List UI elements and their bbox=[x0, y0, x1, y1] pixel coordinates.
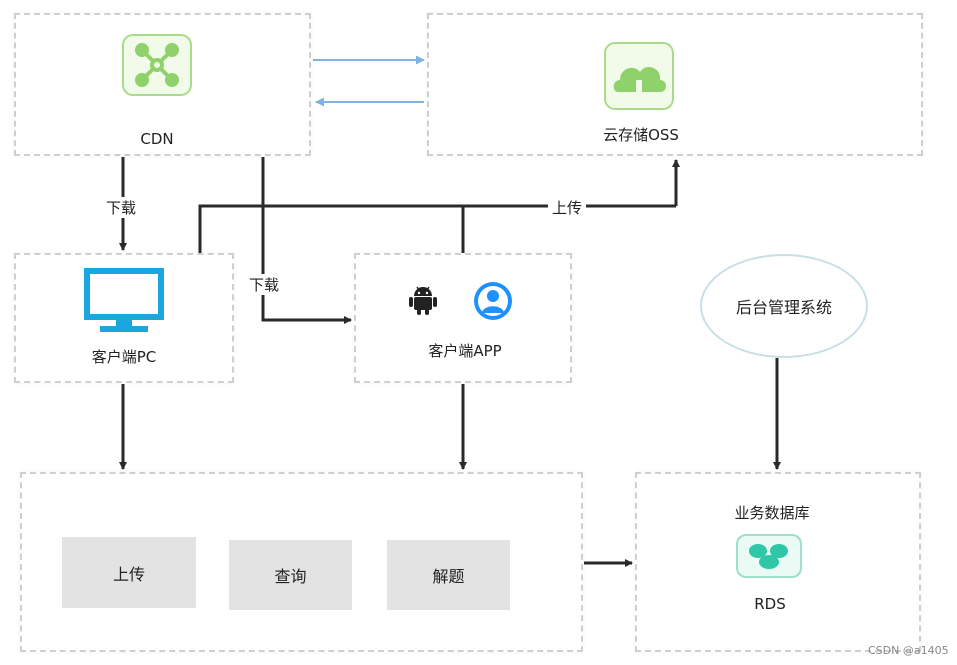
oss-box bbox=[427, 13, 923, 156]
pc-upload-line bbox=[198, 204, 676, 253]
download-app-label: 下载 bbox=[247, 274, 282, 295]
admin-system-label: 后台管理系统 bbox=[735, 298, 832, 317]
query-function-button[interactable]: 查询 bbox=[229, 540, 352, 610]
rds-label: RDS bbox=[754, 595, 786, 613]
query-function-label: 查询 bbox=[274, 567, 307, 586]
cdn-label: CDN bbox=[140, 130, 174, 148]
solve-function-label: 解题 bbox=[432, 567, 465, 586]
android-icon bbox=[409, 286, 437, 315]
oss-label: 云存储OSS bbox=[603, 126, 679, 144]
rds-title: 业务数据库 bbox=[734, 504, 810, 522]
client-app-label: 客户端APP bbox=[428, 342, 502, 360]
solve-function-button[interactable]: 解题 bbox=[387, 540, 510, 610]
cdn-to-app-arrow bbox=[261, 157, 352, 324]
upload-oss-label: 上传 bbox=[548, 197, 587, 218]
monitor-icon bbox=[84, 268, 164, 332]
upload-function-label: 上传 bbox=[112, 564, 145, 584]
client-pc-label: 客户端PC bbox=[91, 348, 157, 366]
client-app-box bbox=[354, 253, 572, 383]
watermark: CSDN @a1405 bbox=[868, 644, 949, 657]
admin-system-node: 后台管理系统 bbox=[700, 254, 868, 358]
database-icon bbox=[736, 534, 802, 578]
user-icon bbox=[474, 282, 512, 320]
download-pc-label: 下载 bbox=[104, 197, 139, 218]
cloud-icon bbox=[604, 42, 674, 110]
upload-function-button[interactable]: 上传 bbox=[62, 537, 196, 608]
network-icon bbox=[122, 34, 192, 96]
